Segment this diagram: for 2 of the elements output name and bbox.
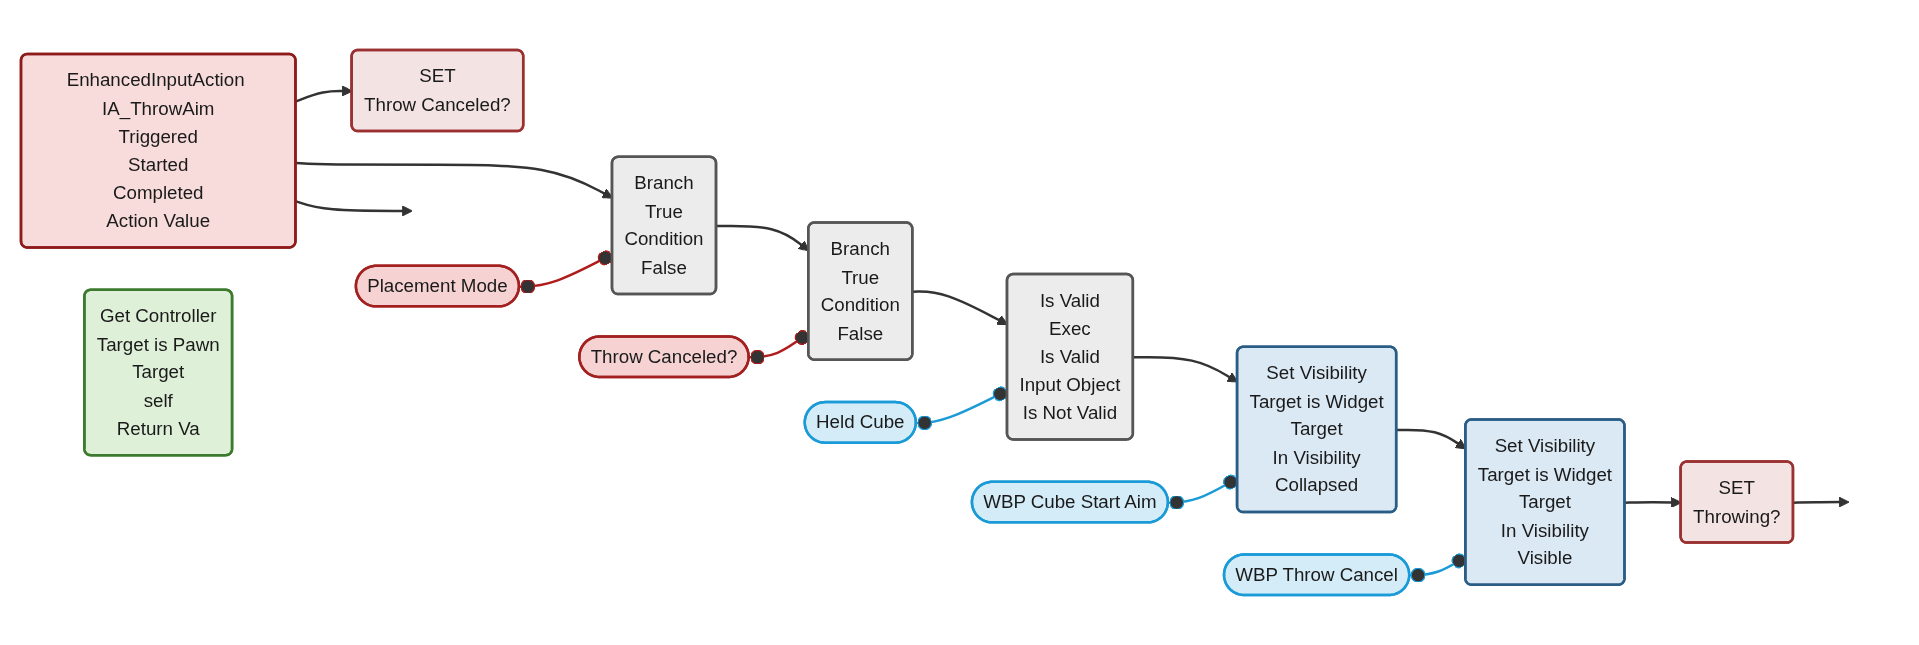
arrow [295,200,413,217]
arrow [1793,496,1850,508]
